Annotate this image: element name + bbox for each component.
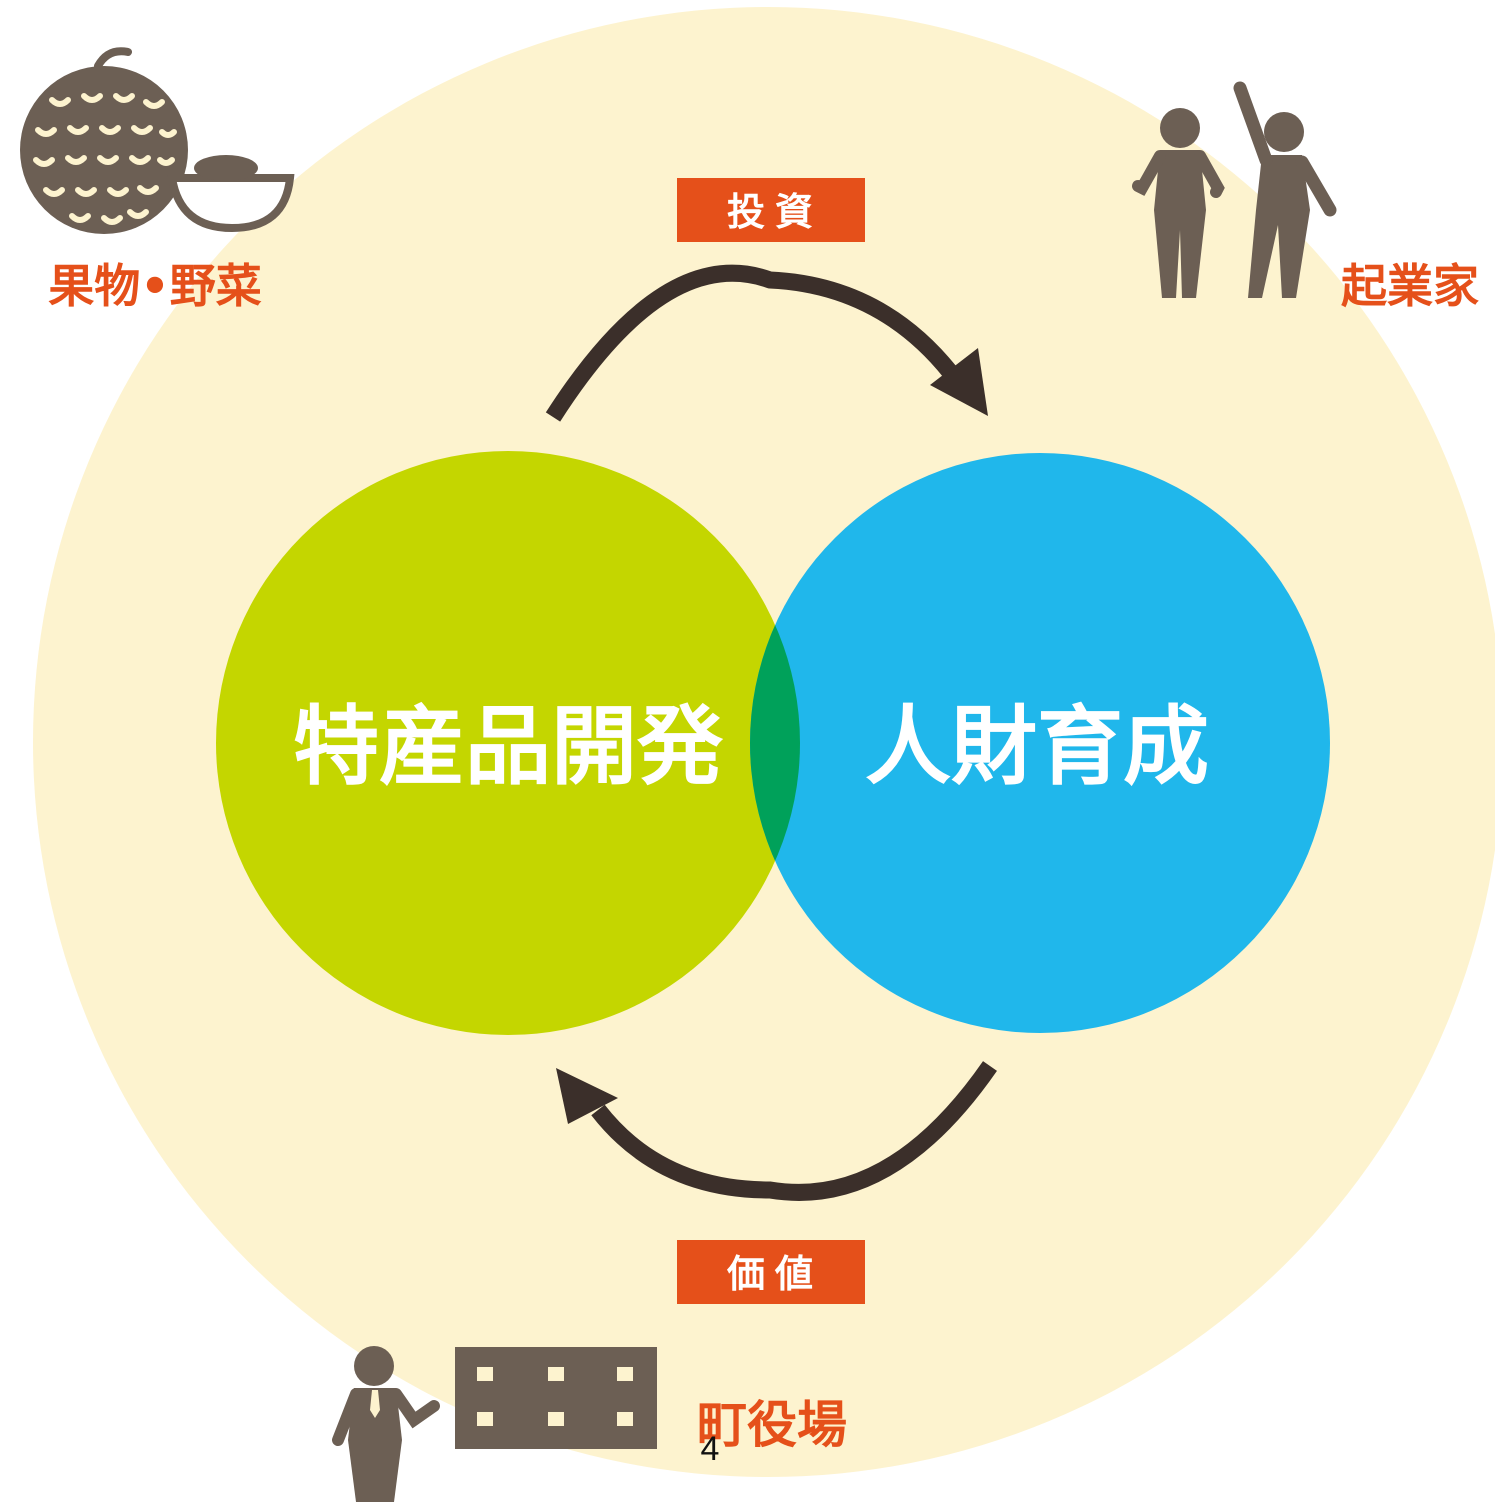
- bottom-arrow: [556, 1061, 997, 1201]
- right-circle: [750, 453, 1330, 1033]
- left-circle-label: 特産品開発: [293, 697, 724, 797]
- melon-icon: [20, 47, 295, 234]
- investment-tag: 投資: [677, 178, 865, 242]
- left-circle: [216, 451, 800, 1035]
- top-arrow: [545, 264, 988, 422]
- investment-tag-text: 投資: [727, 190, 823, 234]
- page-number: 4: [701, 1430, 720, 1468]
- entrepreneurs-label: 起業家: [1341, 259, 1479, 313]
- entrepreneurs-icon: [1132, 81, 1337, 298]
- value-tag: 価値: [677, 1240, 865, 1304]
- right-circle-label: 人財育成: [865, 697, 1209, 797]
- building-icon: [455, 1347, 657, 1449]
- fruits-vegetables-label: 果物•野菜: [48, 259, 261, 313]
- town-hall-label: 町役場: [697, 1396, 847, 1454]
- value-tag-text: 価値: [726, 1252, 823, 1296]
- businessman-icon: [332, 1346, 440, 1502]
